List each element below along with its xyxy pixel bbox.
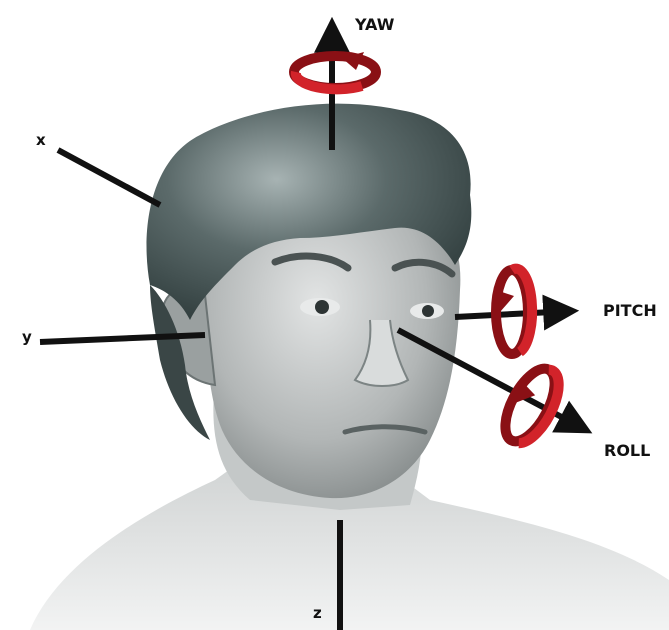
x-axis-line xyxy=(58,150,160,205)
roll-label: ROLL xyxy=(604,443,650,459)
y-axis-label: y xyxy=(22,330,32,345)
yaw-label: YAW xyxy=(355,17,394,33)
iris-left xyxy=(315,300,329,314)
roll-rotation-icon xyxy=(495,360,569,450)
iris-right xyxy=(422,305,434,317)
pitch-label: PITCH xyxy=(603,303,657,319)
x-axis-label: x xyxy=(36,133,46,148)
z-axis-label: z xyxy=(313,606,322,621)
pitch-axis-line xyxy=(455,311,572,317)
